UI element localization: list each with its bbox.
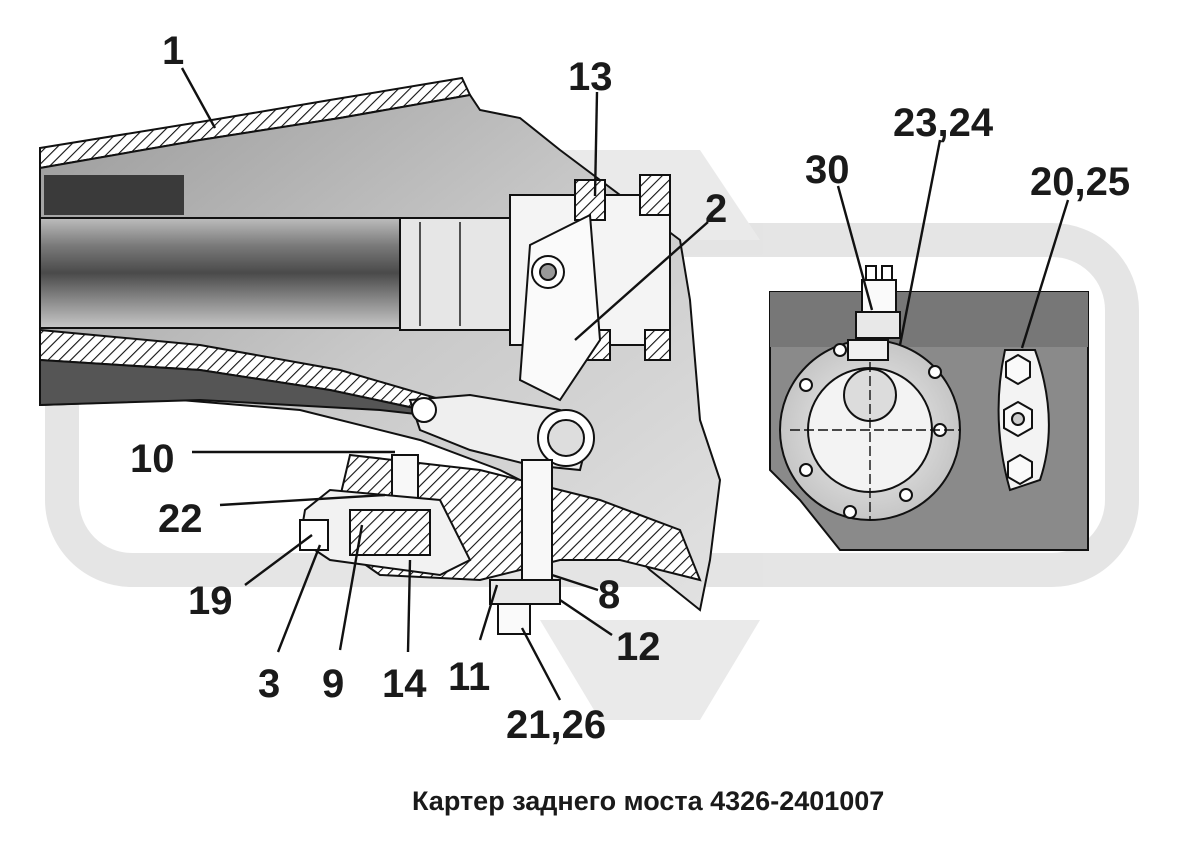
leader-lines xyxy=(180,67,1070,701)
callout-label: 10 xyxy=(130,437,175,481)
callout-label: 23,24 xyxy=(893,101,994,145)
callout-labels: 1 13 2 30 23,24 20,25 10 22 19 3 9 14 11… xyxy=(130,29,1130,747)
side-view-section xyxy=(769,265,1089,551)
callout-label: 14 xyxy=(382,662,427,706)
callout-label: 11 xyxy=(448,655,490,699)
callout-label: 19 xyxy=(188,579,233,623)
callout-label: 20,25 xyxy=(1030,160,1130,204)
callout-label: 2 xyxy=(705,187,727,231)
callout-label: 22 xyxy=(158,497,203,541)
callout-label: 8 xyxy=(598,573,620,617)
callout-label: 3 xyxy=(258,662,280,706)
callout-label: 13 xyxy=(568,55,613,99)
callout-label: 12 xyxy=(616,625,661,669)
callout-label: 30 xyxy=(805,148,850,192)
callout-label: 9 xyxy=(322,662,344,706)
callout-label: 1 xyxy=(162,29,184,73)
callout-label: 21,26 xyxy=(506,703,606,747)
bracket-assembly xyxy=(298,174,702,635)
diagram-caption: Картер заднего моста 4326-2401007 xyxy=(412,786,884,816)
